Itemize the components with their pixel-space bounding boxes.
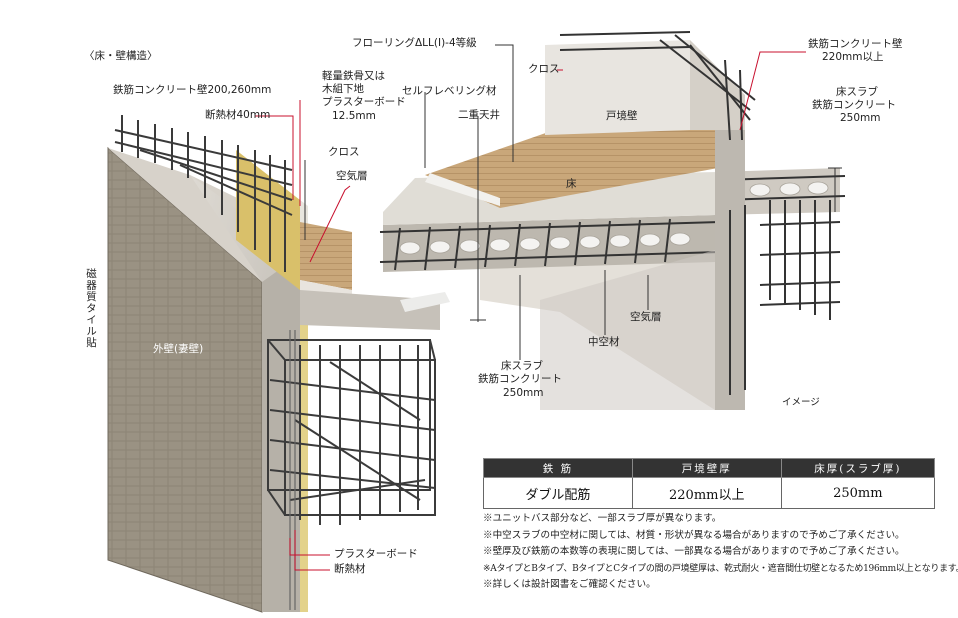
label-slab-bottom-thickness: 250mm — [503, 387, 544, 399]
slab-left — [300, 290, 440, 330]
label-air-layer-right: 空気層 — [630, 311, 662, 323]
label-rc-wall-thickness: 220mm以上 — [822, 51, 884, 63]
label-plasterboard-bottom: プラスターボード — [334, 548, 418, 560]
spec-header-rebar: 鉄 筋 — [483, 458, 633, 478]
leader-lines-red — [255, 51, 806, 571]
label-cloth-left: クロス — [328, 146, 360, 158]
label-plasterboard: プラスターボード — [322, 96, 406, 108]
label-cloth-right: クロス — [528, 63, 560, 75]
label-slab-bottom: 床スラブ — [501, 360, 543, 372]
note-item: ※詳しくは設計図書をご確認ください。 — [483, 579, 656, 591]
label-rc-wall: 鉄筋コンクリート壁 — [808, 38, 903, 50]
lower-rebar-cage — [267, 339, 436, 525]
left-floor-boards — [300, 222, 352, 290]
note-item: ※中空スラブの中空材に関しては、材質・形状が異なる場合がありますので予めご了承く… — [483, 529, 905, 541]
label-slab-right: 床スラブ — [836, 86, 878, 98]
tosakai-wall-rebars — [559, 31, 841, 395]
label-hollow-material: 中空材 — [588, 336, 620, 348]
spec-table: 鉄 筋 戸境壁厚 床厚(スラブ厚) ダブル配筋 220mm以上 250mm — [483, 458, 936, 509]
label-tosakai-wall: 戸境壁 — [606, 110, 638, 122]
hollow-cells — [399, 181, 829, 255]
spec-cell-slab-thickness: 250mm — [780, 477, 936, 509]
label-flooring: フローリングΔLL(Ⅰ)-4等級 — [352, 37, 477, 49]
label-light-steel: 軽量鉄骨又は — [322, 70, 385, 82]
tile-wall-top — [108, 148, 262, 282]
label-tile: 磁器質タイル貼 — [85, 268, 97, 349]
label-slab-right-rc: 鉄筋コンクリート — [812, 99, 896, 111]
label-self-leveling: セルフレベリング材 — [402, 85, 497, 97]
note-item: ※AタイプとBタイプ、BタイプとCタイプの間の戸境壁厚は、乾式耐火・遮音間仕切壁… — [483, 563, 958, 574]
spec-table-row: ダブル配筋 220mm以上 250mm — [483, 477, 936, 509]
label-slab-right-thickness: 250mm — [840, 112, 881, 124]
label-slab-bottom-rc: 鉄筋コンクリート — [478, 373, 562, 385]
spec-table-header-row: 鉄 筋 戸境壁厚 床厚(スラブ厚) — [483, 458, 936, 478]
label-insulation-bottom: 断熱材 — [334, 563, 366, 575]
label-insulation-40: 断熱材40mm — [205, 109, 271, 121]
left-wall-rebars — [114, 115, 293, 272]
leader-lines-black — [304, 44, 842, 360]
label-air-layer-left: 空気層 — [336, 170, 368, 182]
label-ext-wall-rc: 鉄筋コンクリート壁200,260mm — [113, 84, 272, 96]
note-item: ※壁厚及び鉄筋の本数等の表現に関しては、一部異なる場合がありますので予めご了承く… — [483, 546, 905, 558]
label-plasterboard-thickness: 12.5mm — [332, 110, 376, 122]
label-floor: 床 — [566, 178, 577, 190]
tosakai-wall-face — [545, 40, 690, 135]
image-note: イメージ — [782, 397, 820, 408]
notes: ※ユニットバス部分など、一部スラブ厚が異なります。 ※中空スラブの中空材に関して… — [483, 511, 958, 594]
spec-header-wall-thickness: 戸境壁厚 — [631, 458, 782, 478]
spec-cell-rebar: ダブル配筋 — [483, 477, 633, 509]
label-outer-wall: 外壁(妻壁) — [153, 343, 204, 355]
spec-header-slab-thickness: 床厚(スラブ厚) — [780, 458, 936, 478]
label-double-ceiling: 二重天井 — [458, 109, 500, 121]
right-floor-boards — [425, 124, 718, 208]
label-wood-base: 木組下地 — [322, 83, 364, 95]
section-title: 〈床・壁構造〉 — [84, 50, 158, 62]
spec-cell-wall-thickness: 220mm以上 — [631, 477, 782, 509]
note-item: ※ユニットバス部分など、一部スラブ厚が異なります。 — [483, 513, 722, 524]
